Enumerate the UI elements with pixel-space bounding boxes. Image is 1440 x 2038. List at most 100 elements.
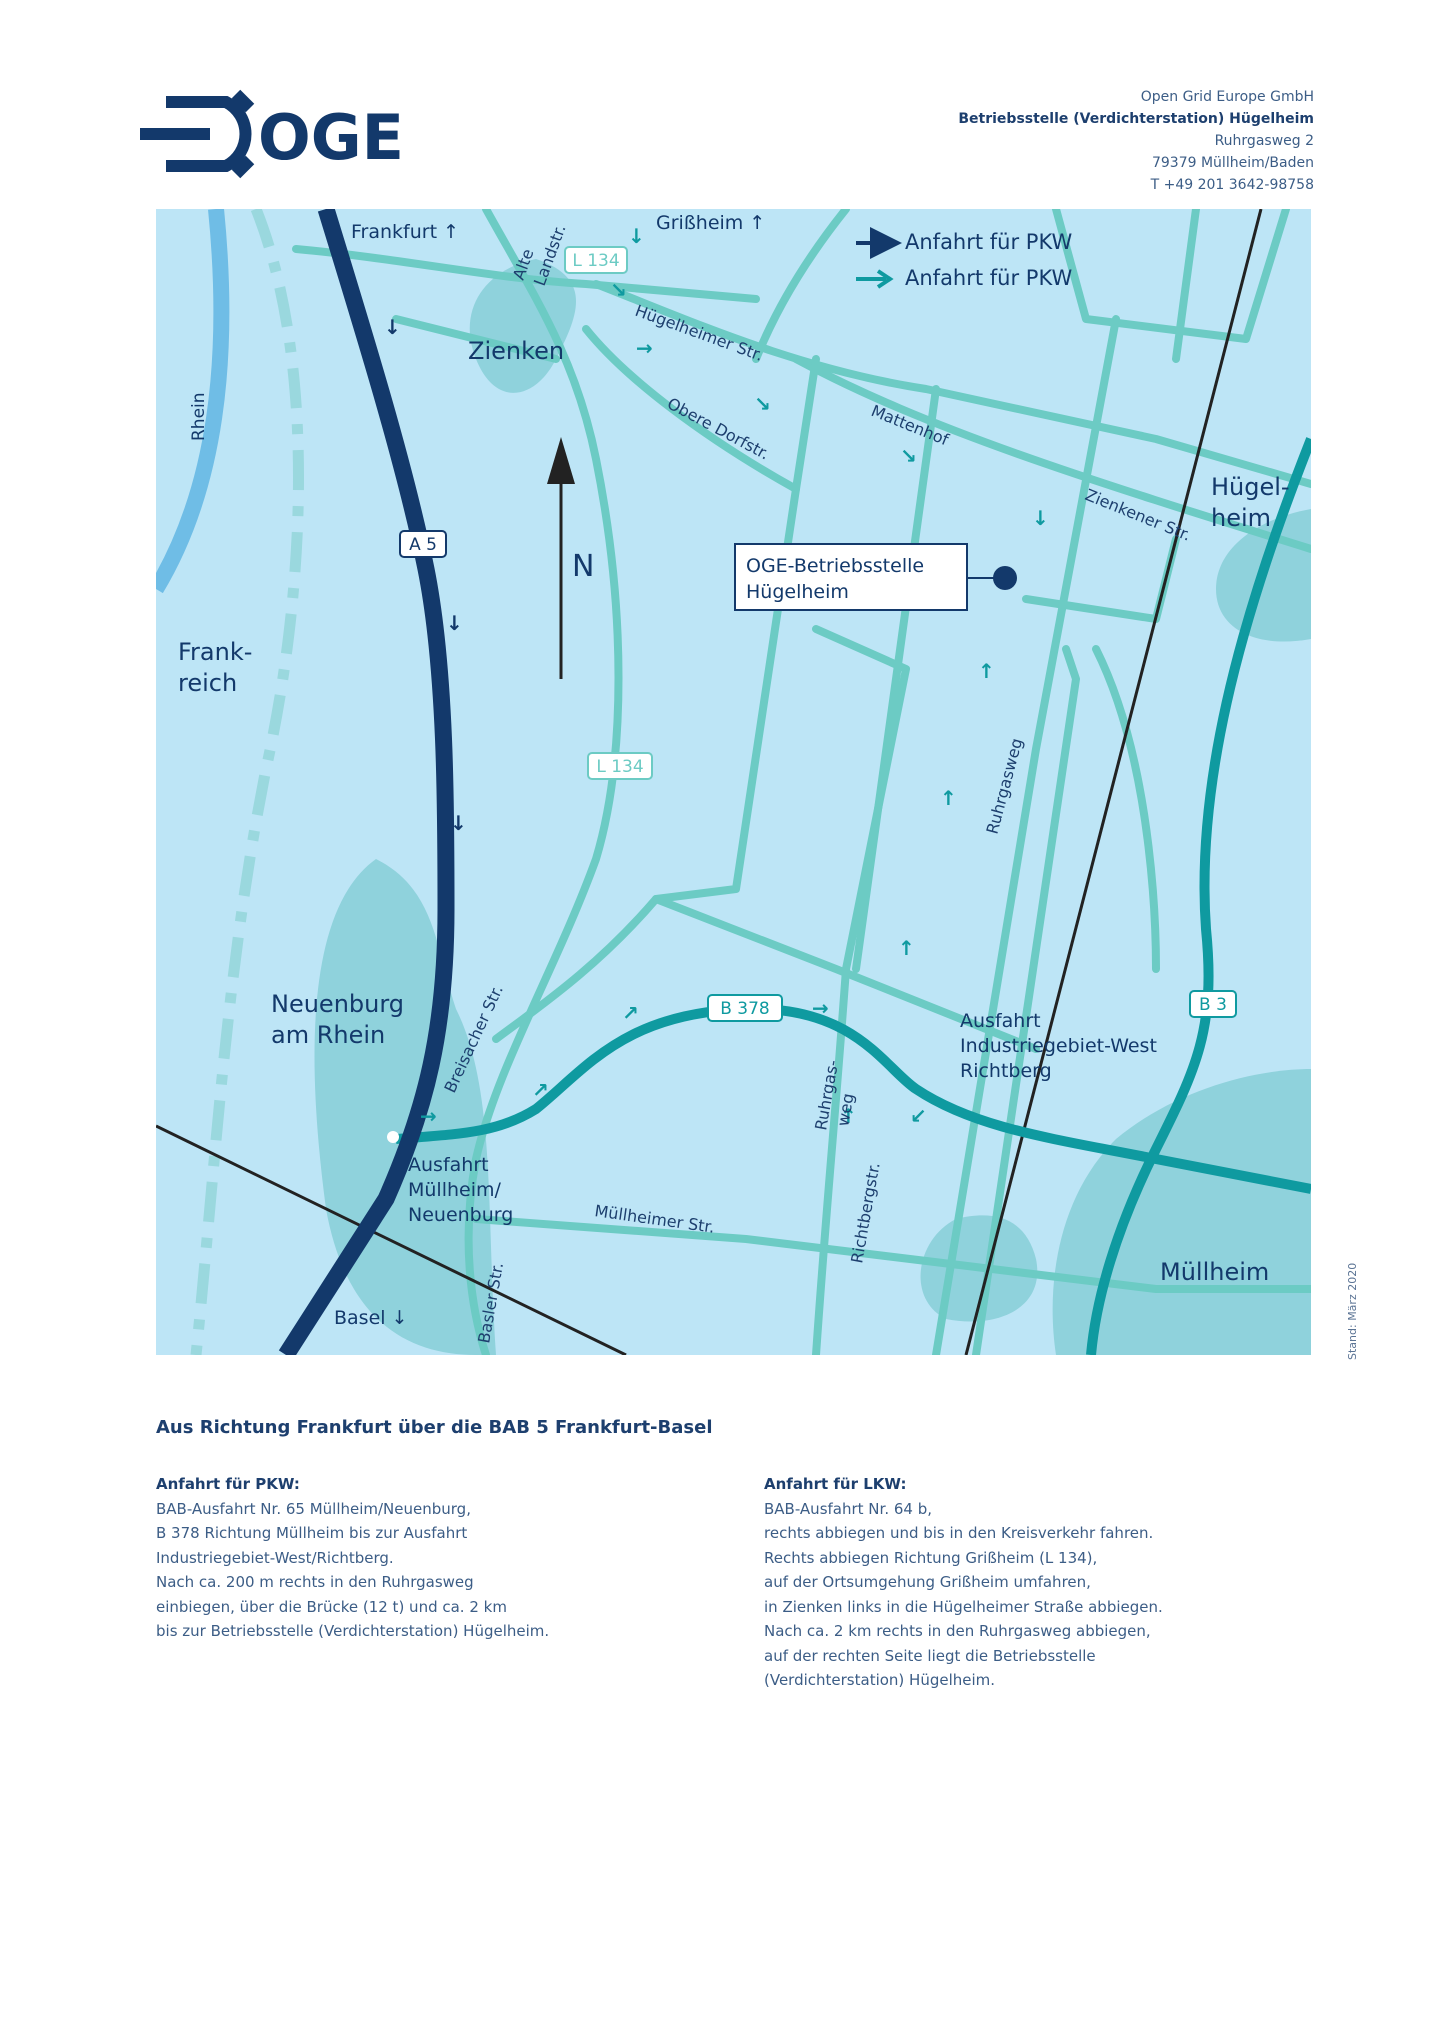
directions-pkw-heading: Anfahrt für PKW: <box>156 1475 300 1493</box>
place-huegelheim-1: Hügel- <box>1211 473 1290 501</box>
place-muellheim: Müllheim <box>1160 1258 1269 1286</box>
legend-pkw-dark: Anfahrt für PKW <box>905 230 1072 254</box>
route-arrows: ↓ ↓ ↓ ↓ → ↗ ↗ → ↙ ↑ ↑ ↑ ↑ ↓ ↘ → ↘ ↘ ↓ <box>384 224 1049 1128</box>
junction-dot <box>387 1131 399 1143</box>
place-neuenburg-1: Neuenburg <box>271 990 404 1018</box>
north-label: N <box>572 549 594 584</box>
directions-pkw-line: B 378 Richtung Müllheim bis zur Ausfahrt <box>156 1524 468 1542</box>
badge-l134-mid-label: L 134 <box>596 757 643 777</box>
map-legend: Anfahrt für PKW Anfahrt für PKW <box>856 227 1072 290</box>
national-border <box>190 209 304 1355</box>
road-network-9 <box>652 895 1040 1053</box>
directions-lkw-line: in Zienken links in die Hügelheimer Stra… <box>764 1597 1163 1616</box>
directions-pkw-line: Industriegebiet-West/Richtberg. <box>156 1548 394 1567</box>
exit-richtberg-2: Industriegebiet-West <box>960 1035 1157 1057</box>
place-rhein: Rhein <box>189 392 209 441</box>
route-arrow-up-icon: ↑ <box>978 659 995 683</box>
site-name: Betriebsstelle (Verdichterstation) Hügel… <box>958 111 1314 127</box>
destination-callout: OGE-Betriebsstelle Hügelheim <box>734 543 1017 611</box>
road-l134 <box>464 209 623 1355</box>
north-arrow: N <box>547 437 594 679</box>
place-labels: Frankfurt ↑ Grißheim ↑ Basel ↓ Rhein Zie… <box>178 212 1290 1329</box>
street: Ruhrgasweg 2 <box>1214 133 1314 149</box>
road-network-10 <box>492 895 660 1043</box>
destination-line1: OGE-Betriebsstelle <box>746 555 924 577</box>
legend-arrow-teal-head-icon <box>876 269 894 289</box>
route-arrow-down-right-icon: ↘ <box>900 444 917 468</box>
city: 79379 Müllheim/Baden <box>1151 155 1314 171</box>
road-network-8 <box>812 625 910 973</box>
exit-richtberg-1: Ausfahrt <box>960 1010 1041 1032</box>
motorway-a5 <box>278 209 455 1355</box>
railways <box>156 209 1263 1355</box>
directions-lkw: Anfahrt für LKW: BAB-Ausfahrt Nr. 64 b, … <box>764 1472 1284 1693</box>
stand-date: Stand: März 2020 <box>1346 1262 1359 1360</box>
route-arrow-right-icon: → <box>636 336 653 360</box>
road-breisacher <box>472 1215 1311 1293</box>
road-mattenhof <box>792 355 1311 553</box>
oge-logo-text: OGE <box>258 101 404 174</box>
badge-a5-label: A 5 <box>409 535 437 555</box>
road-network-7 <box>1172 209 1200 363</box>
legend-pkw-teal: Anfahrt für PKW <box>905 266 1072 290</box>
badge-b378: B 378 <box>707 994 783 1022</box>
road-network-6 <box>752 209 850 363</box>
place-zienken: Zienken <box>468 337 564 365</box>
directions-lkw-heading: Anfahrt für LKW: <box>764 1475 907 1493</box>
road-obere-dorfstr <box>582 325 800 493</box>
road-network-3 <box>932 315 1120 1355</box>
phone: T +49 201 3642-98758 <box>1150 177 1314 193</box>
place-grissheim: Grißheim ↑ <box>656 212 765 234</box>
exit-muellheim-1: Ausfahrt <box>408 1154 489 1176</box>
badge-b3-label: B 3 <box>1199 995 1227 1015</box>
place-basel: Basel ↓ <box>334 1307 408 1329</box>
road-richtberg <box>812 965 850 1355</box>
place-neuenburg-2: am Rhein <box>271 1021 385 1049</box>
directions-lkw-line: auf der rechten Seite liegt die Betriebs… <box>764 1646 1096 1665</box>
route-arrow-down-right-icon: ↘ <box>754 392 771 416</box>
route-map-svg: A 5 L 134 L 134 B 378 B 3 ↓ ↓ ↓ ↓ → ↗ ↗ … <box>156 209 1311 1355</box>
company-address: Open Grid Europe GmbH Betriebsstelle (Ve… <box>794 86 1314 196</box>
badge-b3: B 3 <box>1189 990 1237 1018</box>
directions-pkw: Anfahrt für PKW: BAB-Ausfahrt Nr. 65 Mül… <box>156 1472 676 1644</box>
directions-title: Aus Richtung Frankfurt über die BAB 5 Fr… <box>156 1417 713 1438</box>
directions-lkw-line: rechts abbiegen und bis in den Kreisverk… <box>764 1524 1154 1542</box>
directions-lkw-line: auf der Ortsumgehung Grißheim umfahren, <box>764 1573 1091 1591</box>
directions-lkw-line: BAB-Ausfahrt Nr. 64 b, <box>764 1499 932 1518</box>
exit-richtberg-3: Richtberg <box>960 1060 1052 1082</box>
river-rhein <box>156 209 230 594</box>
road-network-11 <box>1092 645 1160 973</box>
destination-line2: Hügelheim <box>746 581 849 603</box>
badge-a5: A 5 <box>399 530 447 558</box>
route-arrow-down-right-icon: ↘ <box>610 278 627 302</box>
road-network-1 <box>652 355 820 903</box>
route-arrow-up-icon: ↑ <box>840 1104 857 1128</box>
railway-south <box>156 1124 627 1355</box>
road-zienken-west <box>392 315 560 363</box>
route-map: A 5 L 134 L 134 B 378 B 3 ↓ ↓ ↓ ↓ → ↗ ↗ … <box>156 209 1311 1355</box>
place-frankreich-2: reich <box>178 669 237 697</box>
badge-l134-mid: L 134 <box>587 752 653 780</box>
oge-logo: OGE <box>140 84 440 184</box>
place-frankfurt: Frankfurt ↑ <box>351 221 459 243</box>
route-arrow-up-icon: ↑ <box>940 786 957 810</box>
route-arrow-up-right-icon: ↗ <box>532 1078 549 1102</box>
directions-pkw-line: BAB-Ausfahrt Nr. 65 Müllheim/Neuenburg, <box>156 1499 471 1518</box>
badge-l134-top: L 134 <box>564 246 628 274</box>
route-arrow-up-right-icon: ↗ <box>622 1001 639 1025</box>
badge-l134-top-label: L 134 <box>572 251 619 271</box>
place-huegelheim-2: heim <box>1211 504 1271 532</box>
directions-pkw-line: bis zur Betriebsstelle (Verdichterstatio… <box>156 1622 550 1640</box>
route-arrow-up-icon: ↑ <box>898 936 915 960</box>
destination-marker-icon <box>993 566 1017 590</box>
route-arrow-down-left-icon: ↙ <box>910 1104 927 1128</box>
directions-pkw-line: einbiegen, über die Brücke (12 t) und ca… <box>156 1597 507 1616</box>
company-name: Open Grid Europe GmbH <box>1140 89 1314 105</box>
route-arrow-down-icon: ↓ <box>450 811 467 835</box>
route-arrow-down-icon: ↓ <box>446 611 463 635</box>
oge-logo-mark-icon <box>140 89 255 179</box>
railway-east <box>964 209 1263 1355</box>
directions-lkw-line: Rechts abbiegen Richtung Grißheim (L 134… <box>764 1548 1098 1567</box>
exit-muellheim-2: Müllheim/ <box>408 1179 502 1201</box>
route-arrow-down-icon: ↓ <box>433 1007 450 1031</box>
